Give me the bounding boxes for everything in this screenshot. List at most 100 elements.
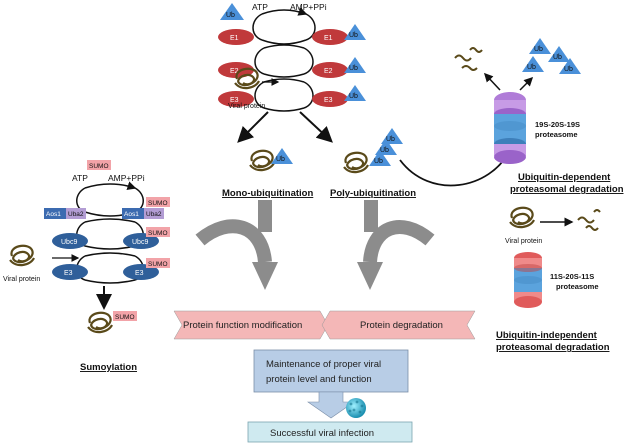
- ub-e3-label: Ub: [349, 93, 358, 100]
- sumo-amp-label: AMP+PPi: [108, 173, 145, 183]
- poly-ub-2-label: Ub: [380, 147, 389, 154]
- uba2-left-label: Uba2: [68, 211, 84, 218]
- outcome-boxes: Protein function modification Protein de…: [173, 310, 476, 443]
- free-ub-1-icon: [529, 38, 551, 54]
- uba2-right-label: Uba2: [146, 211, 162, 218]
- ubiquitin-independent-proteasome: Viral protein 11S-20S-11S proteasome Ubi…: [496, 206, 610, 353]
- mono-ub-icon: [271, 148, 293, 164]
- e2-right-label: E2: [324, 68, 333, 75]
- sumo-tag-top-label: SUMO: [89, 163, 109, 170]
- proteasome-11s-line1: 11S-20S-11S: [550, 272, 594, 281]
- sumo-viral-protein-icon: [9, 244, 35, 267]
- sumoylation-cascade: SUMO ATP AMP+PPi Aos1 Uba2 Aos1 Uba2 SUM…: [3, 160, 170, 373]
- e1-left: [218, 29, 254, 45]
- ub-label: Ub: [226, 12, 235, 19]
- proteasome-26s-icon: [494, 92, 526, 164]
- uba2-left: [66, 208, 86, 219]
- ub-e2-label: Ub: [349, 65, 358, 72]
- maintenance-line1: Maintenance of proper viral: [266, 359, 381, 370]
- sumo-e3-left-label: E3: [64, 270, 73, 277]
- down-arrow-icon: [307, 391, 355, 419]
- ub-e2-icon: [344, 57, 366, 73]
- ub-dependent-title-line2: proteasomal degradation: [510, 184, 624, 195]
- success-label: Successful viral infection: [270, 428, 374, 439]
- ub-triangle-icon: [220, 3, 244, 20]
- ubiquitin-dependent-proteasome: Ub Ub Ub Ub 19S-20S-19S proteasome Ubiqu…: [454, 38, 624, 195]
- aos1-right: [122, 208, 144, 219]
- sumo-tag-product-label: SUMO: [115, 314, 135, 321]
- ub-dependent-title-line1: Ubiquitin-dependent: [518, 172, 611, 183]
- sumo-tag-aos-label: SUMO: [148, 200, 168, 207]
- modification-box: [173, 310, 329, 340]
- sumo-viral-protein-label: Viral protein: [3, 276, 40, 283]
- maintenance-box: [253, 349, 409, 393]
- ub-e1-label: Ub: [349, 32, 358, 39]
- sumo-tag-ubc9: [146, 227, 170, 237]
- viral-protein-2-label: Viral protein: [505, 238, 542, 245]
- degradation-label: Protein degradation: [360, 320, 443, 331]
- poly-ub-3-icon: [369, 150, 391, 166]
- ub-e3-icon: [344, 85, 366, 101]
- e3-left-label: E3: [230, 97, 239, 104]
- sumo-atp-label: ATP: [72, 173, 88, 183]
- uba2-right: [144, 208, 164, 219]
- mono-ubiquitination-title: Mono-ubiquitination: [222, 188, 313, 199]
- sumo-e3-right-label: E3: [135, 270, 144, 277]
- poly-ub-protein-icon: [343, 151, 369, 174]
- free-ub-1-label: Ub: [534, 46, 543, 53]
- sumo-tag-product: [113, 311, 137, 321]
- viral-protein-2-icon: [509, 206, 535, 229]
- proteasome-20s-icon: [514, 252, 542, 308]
- sumo-e3-left: [52, 264, 88, 280]
- sumo-tag-ubc9-label: SUMO: [148, 230, 168, 237]
- mono-ub-label: Ub: [276, 156, 285, 163]
- amp-label: AMP+PPi: [290, 2, 327, 12]
- free-ub-4-icon: [559, 58, 581, 74]
- sumo-tag-e3-label: SUMO: [148, 261, 168, 268]
- sumoylation-title: Sumoylation: [80, 362, 137, 373]
- poly-ub-3-label: Ub: [374, 158, 383, 165]
- free-ub-2-label: Ub: [553, 54, 562, 61]
- free-ub-3-label: Ub: [527, 64, 536, 71]
- sumo-tag-top: [87, 160, 111, 170]
- aos1-left: [44, 208, 66, 219]
- peptide-fragments-2-icon: [577, 209, 601, 231]
- sumo-tag-aos: [146, 197, 170, 207]
- gray-arrows: [195, 200, 435, 290]
- proteasome-11s-line2: proteasome: [556, 282, 599, 291]
- free-ub-3-icon: [522, 56, 544, 72]
- e1-right: [312, 29, 348, 45]
- proteasome-26s-line2: proteasome: [535, 130, 578, 139]
- ubc9-left-label: Ubc9: [61, 239, 77, 246]
- free-ub-4-label: Ub: [564, 66, 573, 73]
- success-box: [247, 421, 413, 443]
- ubc9-left: [52, 233, 88, 249]
- mono-ub-protein-icon: [249, 149, 275, 172]
- aos1-right-label: Aos1: [124, 211, 139, 218]
- modification-label: Protein function modification: [183, 320, 302, 331]
- ubc9-right-label: Ubc9: [132, 239, 148, 246]
- ub-independent-title-line1: Ubiquitin-independent: [496, 330, 598, 341]
- e3-right: [312, 91, 348, 107]
- e3-right-label: E3: [324, 97, 333, 104]
- virus-particle-icon: [346, 398, 366, 418]
- proteasome-26s-line1: 19S-20S-19S: [535, 120, 580, 129]
- poly-ub-1-label: Ub: [386, 136, 395, 143]
- ub-independent-title-line2: proteasomal degradation: [496, 342, 610, 353]
- aos1-left-label: Aos1: [46, 211, 61, 218]
- free-ub-2-icon: [548, 46, 570, 62]
- ubiquitin-cascade: Ub ATP AMP+PPi E1 E1 Ub E2 E2 Ub E3: [218, 2, 512, 199]
- peptide-fragments-icon: [454, 47, 483, 71]
- e1-left-label: E1: [230, 35, 239, 42]
- e2-left-label: E2: [230, 68, 239, 75]
- e3-left: [218, 91, 254, 107]
- e2-right: [312, 62, 348, 78]
- atp-label: ATP: [252, 2, 268, 12]
- sumoylated-protein-icon: [87, 311, 113, 334]
- viral-protein-icon: [234, 67, 260, 90]
- e1-right-label: E1: [324, 35, 333, 42]
- viral-protein-label: Viral protein: [228, 103, 265, 110]
- degradation-box: [321, 310, 476, 340]
